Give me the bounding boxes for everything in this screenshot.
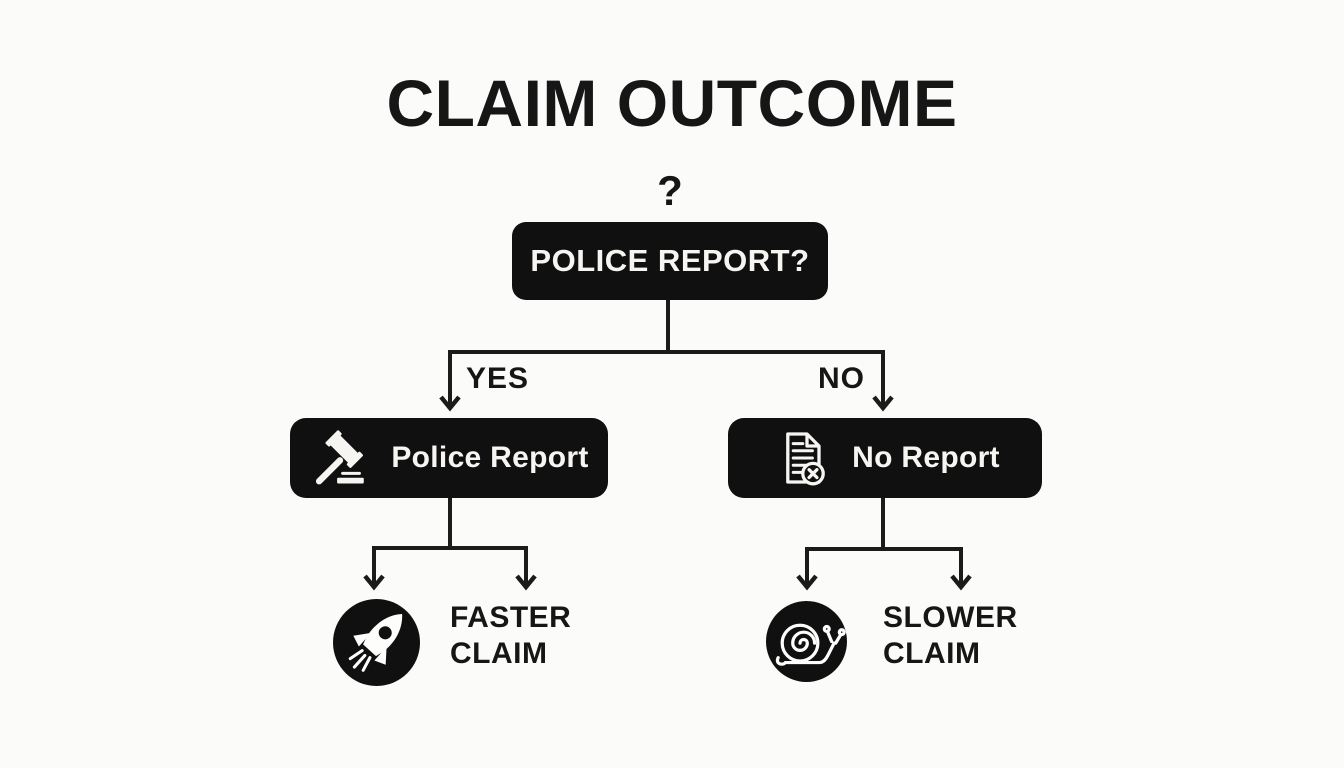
document-x-icon (786, 432, 825, 486)
node-police-report: Police Report (290, 418, 608, 498)
node-label-no-report: No Report (852, 441, 1000, 474)
decision-node-label: POLICE REPORT? (530, 243, 810, 278)
rocket-icon (348, 614, 403, 672)
outcome-faster-line1: FASTER (450, 601, 572, 634)
node-label-police-report: Police Report (391, 441, 589, 474)
snail-badge (766, 601, 847, 682)
rocket-badge (333, 599, 420, 686)
outcome-slower-line1: SLOWER (883, 601, 1018, 634)
outcome-faster-line2: CLAIM (450, 637, 548, 670)
edge-label-yes: YES (466, 362, 530, 395)
outcome-label-faster-claim: FASTER CLAIM (450, 600, 571, 672)
page-title: CLAIM OUTCOME (386, 66, 958, 140)
edge-label-no: NO (818, 362, 865, 395)
question-mark: ? (657, 167, 683, 214)
node-no-report: No Report (728, 418, 1042, 498)
gavel-icon (316, 430, 365, 485)
outcome-slower-line2: CLAIM (883, 637, 981, 670)
outcome-label-slower-claim: SLOWER CLAIM (883, 600, 1018, 672)
snail-icon (775, 623, 846, 666)
decision-node-police-report: POLICE REPORT? (512, 222, 828, 300)
